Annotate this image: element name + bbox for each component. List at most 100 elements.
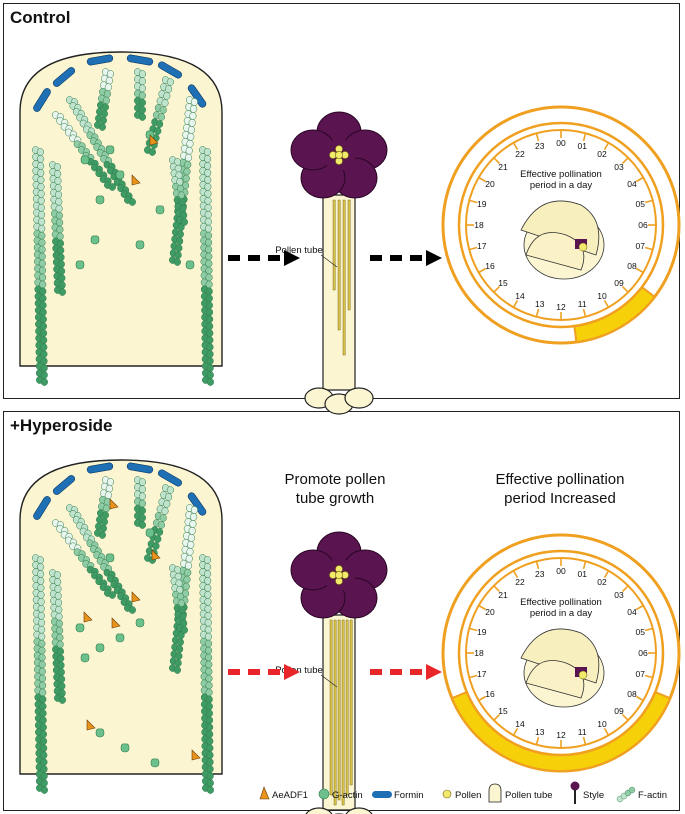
clock-tick	[635, 604, 644, 611]
hour-label: 19	[477, 627, 487, 637]
f-actin-subunit	[183, 575, 191, 584]
hour-label: 06	[638, 220, 648, 230]
hour-label: 00	[556, 566, 566, 576]
clock-tick	[603, 570, 610, 579]
clock-tick	[512, 142, 519, 151]
legend-symbol	[628, 786, 636, 794]
f-actin-subunit	[189, 112, 197, 120]
hour-label: 08	[627, 261, 637, 271]
clock-mid-ring	[457, 121, 665, 329]
hour-label: 07	[635, 669, 645, 679]
hour-label: 20	[485, 607, 495, 617]
f-actin-subunit	[101, 103, 109, 111]
hour-label: 18	[474, 220, 484, 230]
hour-label: 22	[515, 577, 525, 587]
g-actin-icon	[135, 618, 145, 628]
hour-label: 12	[556, 730, 566, 740]
arrow-dash	[390, 669, 402, 675]
legend-symbol	[488, 783, 502, 803]
legend-label-formin: Formin	[394, 790, 424, 801]
hour-label: 14	[515, 291, 525, 301]
arrow-to-clock-hyperoside	[370, 664, 442, 680]
clock-tick	[535, 736, 540, 745]
hour-label: 13	[535, 727, 545, 737]
f-actin-subunit	[176, 645, 184, 653]
hour-label: 23	[535, 141, 545, 151]
hour-label: 11	[578, 727, 587, 737]
f-actin-subunit	[156, 120, 164, 128]
pollen-tube-tip-hyperoside	[19, 459, 223, 794]
clock-tick	[535, 561, 540, 570]
legend-symbol	[318, 788, 330, 800]
legend-label-style: Style	[583, 790, 604, 801]
f-actin-subunit	[190, 506, 198, 514]
f-actin-subunit	[98, 531, 106, 539]
legend-label-pollen-tube: Pollen tube	[505, 790, 553, 801]
pollen-tube-line	[341, 619, 345, 806]
hour-label: 19	[477, 199, 487, 209]
aeadf1-icon	[151, 549, 161, 561]
clock-tick	[469, 674, 478, 679]
clock-tick	[621, 713, 629, 721]
f-actin-subunit	[175, 652, 183, 660]
clock-tick	[478, 267, 487, 274]
clock-tick	[582, 736, 587, 745]
pollen-tube-line	[329, 619, 333, 796]
f-actin-subunit	[98, 123, 106, 131]
clock-tick	[621, 585, 629, 593]
pollen-tube-line	[332, 199, 336, 291]
hour-label: 11	[578, 299, 587, 309]
hour-label: 10	[597, 719, 607, 729]
panel-title-hyperoside: +Hyperoside	[10, 416, 113, 435]
hour-label: 01	[577, 141, 587, 151]
clock-mid-ring	[457, 549, 665, 757]
arrow-dash	[410, 255, 422, 261]
hour-label: 09	[614, 706, 624, 716]
f-actin-subunit	[165, 85, 173, 93]
hour-label: 02	[597, 577, 607, 587]
f-actin-subunit	[190, 513, 198, 521]
formin-icon	[33, 496, 51, 520]
f-actin-subunit	[166, 78, 174, 86]
clock-tick	[635, 695, 644, 702]
legend-symbol	[372, 791, 392, 798]
g-actin-icon	[75, 623, 85, 633]
pollen-icon	[335, 151, 343, 159]
hour-label: 03	[614, 590, 624, 600]
clock-tick	[635, 176, 644, 183]
clock-tick	[535, 308, 540, 317]
formin-icon	[52, 475, 76, 495]
hour-label: 21	[498, 590, 508, 600]
f-actin-subunit	[161, 99, 169, 107]
f-actin-subunit	[186, 139, 194, 148]
pollen-tube-line	[347, 199, 351, 311]
f-actin-subunit	[174, 251, 182, 259]
stigma-lobe	[305, 807, 333, 814]
f-actin-subunit	[101, 511, 109, 519]
legend-label-aeadf1: AeADF1	[272, 790, 308, 801]
f-actin-subunit	[161, 507, 169, 515]
arrow-dash	[410, 669, 422, 675]
clock-tick	[493, 585, 501, 593]
aeadf1-icon	[191, 749, 201, 761]
clock-tick	[582, 133, 587, 142]
f-actin-subunit	[180, 626, 188, 634]
legend-label-pollen: Pollen	[455, 790, 481, 801]
legend-label-f-actin: F-actin	[638, 790, 667, 801]
f-actin-subunit	[128, 606, 136, 614]
f-actin-subunit	[100, 109, 108, 118]
f-actin-subunit	[99, 116, 107, 125]
clock-tick	[582, 308, 587, 317]
hour-label: 13	[535, 299, 545, 309]
f-actin-subunit	[165, 493, 173, 501]
aeadf1-icon	[131, 174, 141, 186]
hour-label: 05	[635, 627, 645, 637]
clock-tick	[493, 157, 501, 165]
f-actin-subunit	[176, 237, 184, 245]
f-actin-subunit	[184, 153, 193, 162]
f-actin-subunit	[166, 486, 174, 494]
f-actin-subunit	[108, 591, 116, 599]
f-actin-subunit	[189, 520, 197, 528]
f-actin-subunit	[176, 230, 184, 239]
